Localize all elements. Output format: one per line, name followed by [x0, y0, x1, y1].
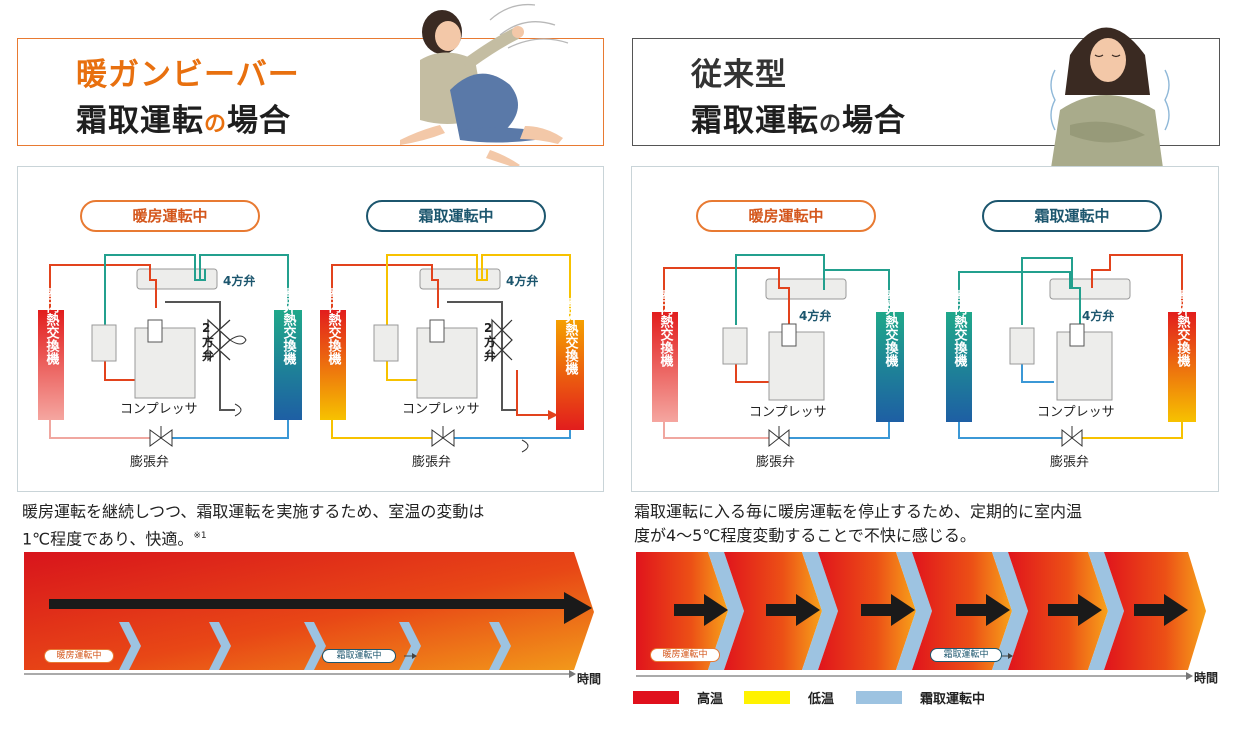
legend-defrost-swatch	[856, 690, 902, 704]
left-timeline-bar	[24, 552, 594, 678]
left-title-line1: 暖ガンビーバー	[76, 57, 300, 93]
svg-text:室外熱交換機: 室外熱交換機	[1175, 288, 1192, 368]
left-title-line2: 霜取運転の場合	[76, 103, 292, 139]
left-heat-outdoor-hx-label: 室外熱交換機	[281, 286, 298, 366]
svg-text:膨張弁: 膨張弁	[756, 455, 795, 470]
legend-low-temp-swatch	[744, 690, 790, 704]
legend-low-temp: 低温	[744, 688, 834, 707]
legend-defrost: 霜取運転中	[856, 688, 985, 707]
svg-text:室外熱交換機: 室外熱交換機	[563, 296, 580, 376]
svg-text:室内熱交換機: 室内熱交換機	[952, 288, 968, 368]
left-heating-circuit: 室内熱交換機 室外熱交換機 2 方 弁 4方弁 コンプレッサ 膨張弁	[38, 254, 302, 470]
svg-text:4方弁: 4方弁	[799, 308, 831, 323]
left-time-label: 時間	[577, 672, 602, 686]
right-description: 霜取運転に入る毎に暖房運転を停止するため、定期的に室内温 度が4～5℃程度変動す…	[634, 502, 1083, 545]
svg-text:方: 方	[202, 334, 214, 349]
left-heat-compressor-label: コンプレッサ	[120, 402, 198, 417]
left-heat-expansion-label: 膨張弁	[130, 455, 169, 470]
svg-text:弁: 弁	[484, 348, 496, 363]
svg-text:室内熱交換機: 室内熱交換機	[326, 286, 342, 366]
right-time-label: 時間	[1194, 671, 1219, 685]
right-defrost-circuit: 室内熱交換機 室外熱交換機 4方弁 コンプレッサ 膨張弁	[946, 254, 1196, 470]
right-heat-pill: 暖房運転中	[696, 200, 876, 232]
legend-high-temp-swatch	[633, 690, 679, 704]
svg-text:コンプレッサ: コンプレッサ	[1037, 405, 1115, 420]
left-defrost-pill: 霜取運転中	[366, 200, 546, 232]
svg-text:室外熱交換機: 室外熱交換機	[883, 288, 900, 368]
right-title-line2: 霜取運転の場合	[691, 103, 907, 139]
svg-text:4方弁: 4方弁	[1082, 308, 1114, 323]
svg-text:4方弁: 4方弁	[506, 273, 538, 288]
svg-text:コンプレッサ: コンプレッサ	[402, 402, 480, 417]
left-heat-pill: 暖房運転中	[80, 200, 260, 232]
svg-text:2: 2	[484, 321, 492, 335]
svg-text:コンプレッサ: コンプレッサ	[749, 405, 827, 420]
relaxed-person-illustration	[400, 3, 569, 168]
left-bar-defrost-pill: 霜取運転中	[322, 649, 396, 663]
left-description: 暖房運転を継続しつつ、霜取運転を実施するため、室温の変動は 1℃程度であり、快適…	[22, 502, 485, 549]
svg-text:室内熱交換機: 室内熱交換機	[658, 288, 674, 368]
right-bar-heat-pill: 暖房運転中	[650, 648, 720, 662]
legend-high-temp: 高温	[633, 688, 723, 707]
cold-person-illustration	[1050, 27, 1170, 168]
left-defrost-circuit: 室内熱交換機 室外熱交換機 2 方 弁 4方弁 コンプレッサ 膨張弁	[320, 254, 584, 470]
svg-text:2: 2	[202, 321, 210, 335]
left-bar-heat-pill: 暖房運転中	[44, 649, 114, 663]
svg-text:膨張弁: 膨張弁	[412, 455, 451, 470]
svg-text:方: 方	[484, 334, 496, 349]
right-bar-defrost-pill: 霜取運転中	[930, 648, 1002, 662]
right-title-line1: 従来型	[691, 57, 787, 93]
left-heat-4way-label: 4方弁	[223, 273, 255, 288]
right-defrost-pill: 霜取運転中	[982, 200, 1162, 232]
right-timeline-bar	[636, 552, 1206, 680]
svg-text:膨張弁: 膨張弁	[1050, 455, 1089, 470]
left-heat-indoor-hx-label: 室内熱交換機	[44, 286, 60, 366]
svg-text:弁: 弁	[202, 348, 214, 363]
right-heating-circuit: 室内熱交換機 室外熱交換機 4方弁 コンプレッサ 膨張弁	[652, 254, 904, 470]
